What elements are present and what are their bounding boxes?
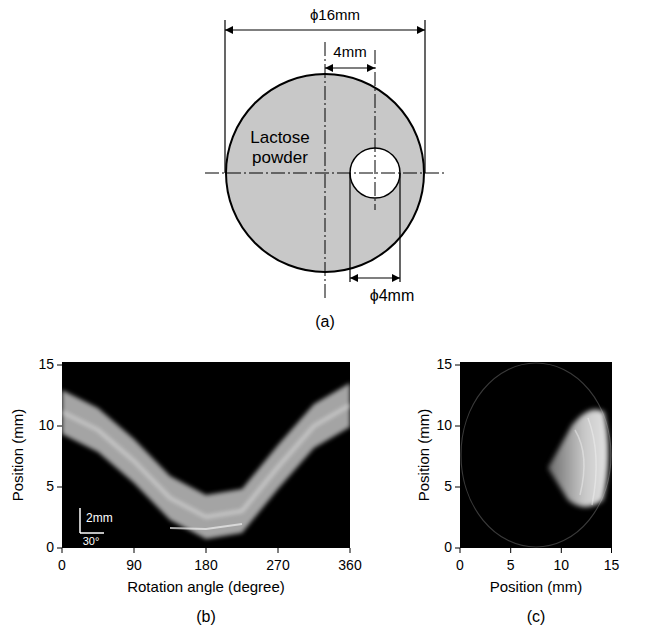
panel-label: (b): [196, 608, 216, 626]
tick-label: 0: [46, 540, 54, 555]
sinogram-ridge: [170, 524, 242, 529]
dimension-line: [325, 67, 375, 68]
panel-label: (c): [527, 608, 546, 626]
tick-label: 5: [507, 558, 515, 573]
axis-title: Rotation angle (degree): [127, 579, 285, 596]
tick-marks: [57, 365, 350, 553]
tick-label: 10: [554, 558, 570, 573]
scale-label: 30°: [83, 535, 100, 547]
sample-drawing: [225, 73, 425, 273]
dimension-line: [225, 29, 425, 30]
scale-bar: [80, 532, 104, 534]
sinogram-ridge: [62, 405, 350, 517]
tick-label: 0: [456, 558, 464, 573]
tick-label: 5: [444, 479, 452, 494]
material-label: Lactose powder: [240, 128, 320, 167]
vessel-outline: [461, 363, 611, 547]
reconstructed-region: [548, 409, 608, 507]
axis-title: Position (mm): [490, 579, 583, 596]
tick-label: 15: [436, 357, 452, 372]
sinogram-image: [62, 362, 350, 548]
extension-line: [224, 20, 225, 173]
centre-line: [325, 42, 326, 300]
tick-label: 180: [194, 558, 217, 573]
tick-marks: [455, 365, 612, 553]
tick-label: 90: [126, 558, 142, 573]
tick-label: 10: [436, 418, 452, 433]
scale-bar: [79, 508, 81, 533]
axis-title: Position (mm): [416, 409, 433, 502]
scale-label: 2mm: [86, 512, 113, 525]
extension-line: [424, 20, 425, 173]
tick-label: 15: [604, 558, 620, 573]
tick-label: 360: [338, 558, 361, 573]
reconstruction-image: [460, 362, 612, 548]
sample-circle: Lactose powder: [225, 73, 425, 273]
tick-label: 10: [38, 418, 54, 433]
dimension-label: 4mm: [333, 44, 366, 61]
centre-line: [205, 173, 445, 174]
tick-label: 270: [266, 558, 289, 573]
reconstruction-stripes: [575, 418, 596, 505]
panel-label: (a): [315, 313, 335, 331]
extension-line: [349, 173, 350, 282]
extension-line: [399, 173, 400, 282]
tick-label: 15: [38, 357, 54, 372]
dimension-label: ϕ16mm: [310, 7, 360, 24]
dimension-label: ϕ4mm: [370, 287, 415, 305]
sinogram-band: [62, 383, 350, 539]
axis-title: Position (mm): [10, 409, 27, 502]
tick-label: 0: [58, 558, 66, 573]
dimension-line: [350, 277, 400, 278]
centre-line: [375, 50, 376, 210]
tick-label: 0: [444, 540, 452, 555]
tick-label: 5: [46, 479, 54, 494]
